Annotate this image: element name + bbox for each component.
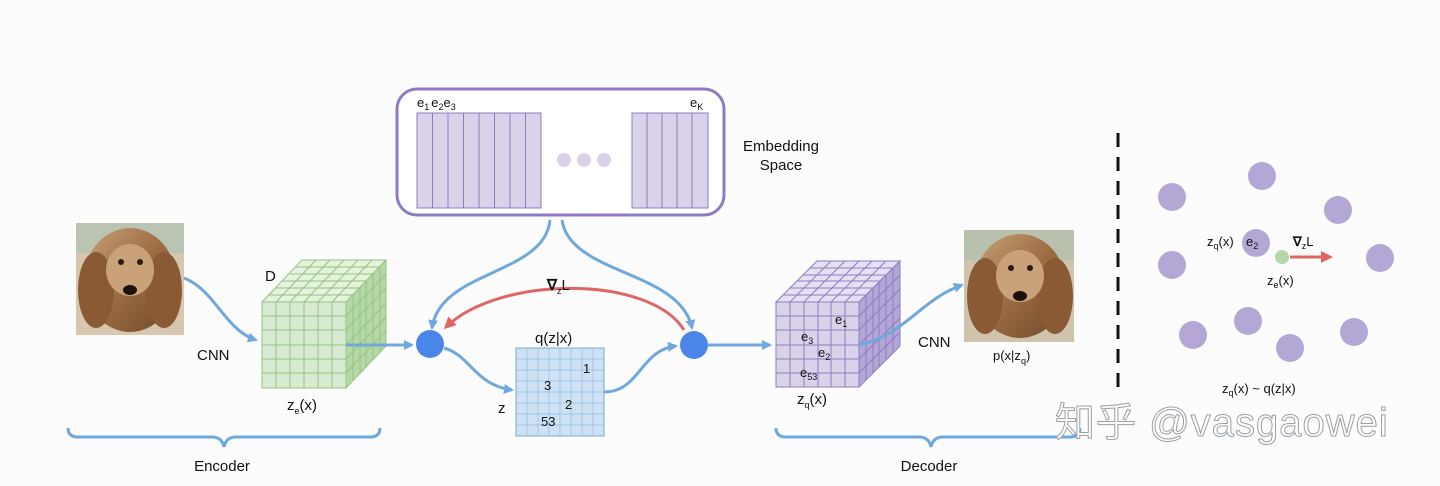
- output-label: p(x|zq): [993, 348, 1030, 366]
- encoder-cnn-arrow: [183, 276, 258, 343]
- ze-point: [1275, 250, 1289, 264]
- decoder-cnn-arrow: [858, 282, 964, 347]
- gradient-arrow: [443, 286, 686, 331]
- cube-e2-label: e2: [818, 345, 830, 362]
- posterior-value-53: 53: [541, 414, 555, 429]
- embedding-to-left-node-arrow: [428, 219, 552, 330]
- decoder-cube: [774, 259, 902, 389]
- posterior-to-node-arrow: [603, 341, 678, 394]
- panel-gradient-label: ∇zL: [1292, 234, 1313, 251]
- panel-ze-label: ze(x): [1267, 273, 1294, 290]
- depth-label: D: [265, 268, 276, 285]
- encoder-cube: [260, 258, 388, 390]
- encoder-label: Encoder: [194, 458, 250, 475]
- embedding-space-label-2: Space: [760, 157, 803, 174]
- posterior-title: q(z|x): [535, 330, 572, 347]
- cube-e53-label: e53: [800, 365, 817, 382]
- watermark: 知乎 @vasgaowei: [1055, 401, 1389, 445]
- decoder-label: Decoder: [901, 458, 958, 475]
- left-node: [416, 330, 444, 358]
- cube-e3-label: e3: [801, 329, 813, 346]
- ellipsis-dot: [577, 153, 591, 167]
- embedding-to-right-node-arrow: [560, 219, 696, 330]
- cube-e1-label: e1: [835, 312, 847, 329]
- ze-label: ze(x): [287, 397, 317, 416]
- ellipsis-dot: [557, 153, 571, 167]
- input-dog-image: [76, 223, 184, 335]
- embedding-space-label-1: Embedding: [743, 138, 819, 155]
- panel-bottom-label: zq(x) ~ q(z|x): [1222, 381, 1296, 398]
- posterior-grid: [515, 347, 605, 437]
- ellipsis-dot: [597, 153, 611, 167]
- posterior-value-2: 2: [565, 397, 572, 412]
- encoder-brace: [66, 427, 382, 448]
- codebook-points: [1158, 162, 1394, 362]
- encoder-cnn-label: CNN: [197, 347, 230, 364]
- embedding-space-box: [395, 87, 726, 217]
- output-dog-image: [964, 230, 1074, 342]
- decoder-cnn-label: CNN: [918, 334, 951, 351]
- posterior-z-label: z: [498, 400, 506, 417]
- gradient-label: ∇zL: [546, 277, 570, 296]
- posterior-value-1: 1: [583, 361, 590, 376]
- posterior-value-3: 3: [544, 378, 551, 393]
- right-node: [680, 331, 708, 359]
- panel-zq-label: zq(x): [1207, 234, 1234, 251]
- zq-label: zq(x): [797, 391, 827, 410]
- panel-e2-label: e2: [1246, 234, 1258, 251]
- node-to-posterior-arrow: [443, 346, 514, 394]
- codebook-label-k: eK: [690, 95, 703, 112]
- decoder-brace: [774, 427, 1082, 448]
